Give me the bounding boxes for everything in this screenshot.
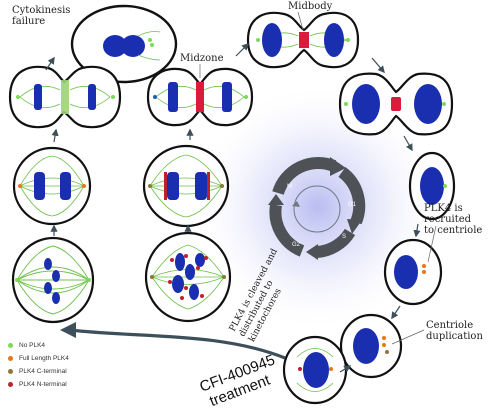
cell-prometaphase-left [11, 236, 95, 324]
arrow-g1-to-recruited [413, 223, 421, 238]
callout-midbody [297, 11, 304, 31]
arrow-duplication-to-treatment [339, 365, 352, 373]
legend-label: PLK4 N-terminal [19, 381, 67, 388]
legend: No PLK4 Full Length PLK4 PLK4 C-terminal… [8, 339, 69, 391]
legend-item: Full Length PLK4 [8, 352, 69, 365]
arrow-midzone-to-midbody [235, 42, 250, 57]
cell-cycle-ring [269, 156, 366, 258]
label-treatment: CFI-400945 treatment [197, 350, 287, 411]
cell-plk4-recruited [383, 238, 443, 306]
legend-dot [8, 356, 13, 361]
cycle-arc-s [315, 228, 356, 258]
cycle-arrowhead-g2 [268, 194, 284, 205]
cell-late-telophase-left [8, 65, 122, 129]
cell-metaphase-plk4 [142, 144, 230, 228]
cell-midzone [146, 67, 254, 127]
cell-prometaphase-plk4 [144, 231, 232, 323]
callout-recruited [427, 225, 437, 263]
label-cytokinesis-failure: Cytokinesis failure [12, 5, 71, 27]
legend-dot [8, 343, 13, 348]
cell-g1 [408, 151, 456, 221]
cycle-arrowhead-m [330, 157, 346, 176]
cycle-arrowhead-g1 [347, 219, 362, 234]
legend-label: Full Length PLK4 [19, 355, 69, 362]
arrow-recruited-to-duplication [391, 305, 401, 320]
cell-abscission [338, 72, 454, 136]
label-centriole-duplication: Centriole duplication [426, 320, 483, 342]
label-plk4-recruited: PLK4 is recruited to centriole [424, 203, 483, 236]
treatment-arrow [69, 328, 286, 360]
cycle-label-s: S [342, 234, 346, 240]
cell-centriole-duplication [339, 313, 403, 379]
cycle-label-g2: G2 [292, 242, 301, 248]
arrow-abscission-to-g1 [403, 135, 413, 152]
arrow-midbody-to-abscission [371, 57, 385, 74]
treatment-arrowhead [60, 322, 76, 338]
cycle-label-g1: G1 [348, 202, 357, 208]
cycle-inner-ring [293, 185, 341, 233]
centriole-green [150, 43, 154, 47]
cycle-arrowhead-s [306, 244, 318, 260]
cell-midbody [246, 11, 360, 69]
center-glow [193, 82, 443, 332]
cell-metaphase-left [12, 146, 92, 226]
legend-label: PLK4 C-terminal [19, 368, 67, 375]
callout-duplication [391, 329, 425, 345]
cell-treatment [282, 335, 348, 405]
cell-cytokinesis-failure [70, 4, 178, 84]
cycle-inner-arrowhead [292, 201, 300, 207]
legend-item: PLK4 N-terminal [8, 378, 69, 391]
legend-item: No PLK4 [8, 339, 69, 352]
legend-item: PLK4 C-terminal [8, 365, 69, 378]
cycle-arc-m [272, 156, 337, 196]
legend-dot [8, 382, 13, 387]
label-midbody: Midbody [288, 1, 333, 12]
cycle-arc-g1 [338, 167, 366, 225]
legend-label: No PLK4 [19, 342, 46, 349]
arrow-meta-to-telophase-left [51, 128, 59, 143]
cycle-arc-g2 [269, 204, 305, 257]
cycle-label-m: M [287, 184, 292, 190]
label-midzone: Midzone [180, 53, 224, 64]
centriole-green [148, 38, 152, 42]
arrow-to-cytokinesis [45, 56, 55, 71]
legend-dot [8, 369, 13, 374]
